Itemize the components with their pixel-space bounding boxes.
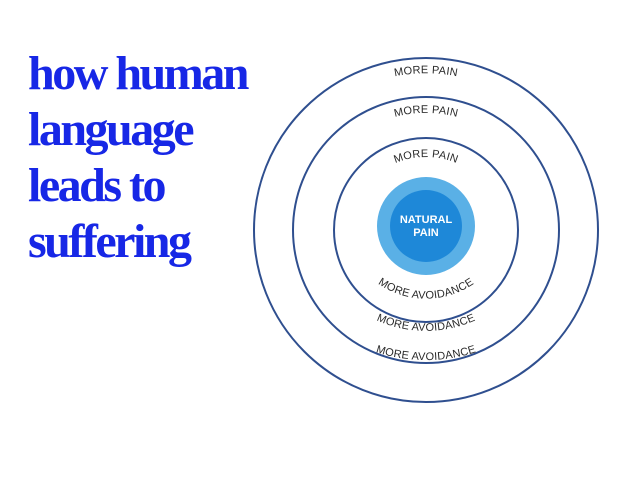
outer-ring-bottom-label: MORE AVOIDANCE <box>375 343 478 363</box>
outer-ring-bottom-text: MORE AVOIDANCE <box>375 343 477 363</box>
outer-ring-top-label: MORE PAIN <box>393 64 458 79</box>
core-label-line-1: NATURAL <box>400 214 453 226</box>
inner-ring <box>333 137 519 323</box>
middle-ring-top-label: MORE PAIN <box>393 104 459 120</box>
inner-ring-bottom-text: MORE AVOIDANCE <box>376 276 476 302</box>
title-line-2: language <box>28 103 195 156</box>
title-line-3: leads to <box>28 159 167 212</box>
title-line-1: how human <box>28 47 249 100</box>
inner-ring-bottom-label: MORE AVOIDANCE <box>376 276 476 302</box>
core-label-line-2: PAIN <box>413 227 439 239</box>
inner-ring-top-label: MORE PAIN <box>392 148 459 166</box>
outer-ring-top-text: MORE PAIN <box>393 64 458 79</box>
middle-ring <box>292 96 560 364</box>
inner-ring-top-text: MORE PAIN <box>392 148 459 166</box>
outer-ring <box>253 57 599 403</box>
natural-pain-core-inner <box>390 190 462 262</box>
middle-ring-top-text: MORE PAIN <box>393 104 459 120</box>
title-line-4: suffering <box>28 215 192 268</box>
slide-title: how human language leads to suffering <box>28 46 268 270</box>
